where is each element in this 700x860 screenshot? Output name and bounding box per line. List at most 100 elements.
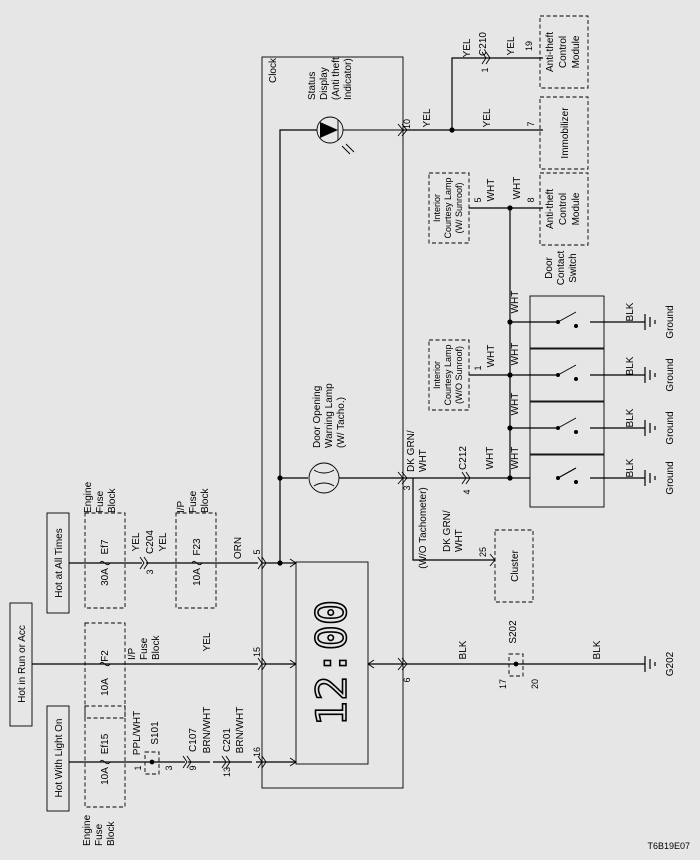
door-contact-switch-4 xyxy=(529,454,645,508)
wire-label-wht-antitheft: WHT xyxy=(512,177,523,200)
door-lamp-label: Door Opening Warning Lamp (W/ Tacho.) xyxy=(312,383,347,448)
connector-c210-label: C210 xyxy=(478,32,489,56)
fuse-symbol-f2 xyxy=(99,661,111,667)
pin-c204-3: 3 xyxy=(145,569,155,574)
ef7-fuse-box xyxy=(84,512,126,609)
clock-label: Clock xyxy=(268,57,279,83)
pin-clock-10: 10 xyxy=(402,119,412,129)
svg-text:Contact: Contact xyxy=(556,251,567,286)
splice-s202-dot xyxy=(513,661,519,667)
svg-text:WHT: WHT xyxy=(454,529,465,552)
svg-text:Door: Door xyxy=(544,256,555,278)
clock-display-box xyxy=(295,561,369,765)
door-contact-switch-2 xyxy=(510,348,645,402)
connector-c204-label: C204 xyxy=(145,530,156,554)
svg-text:Door Opening: Door Opening xyxy=(312,386,323,448)
wire-label-orn: ORN xyxy=(233,537,244,559)
led-light-rays-icon xyxy=(341,143,355,155)
svg-text:Anti-theft: Anti-theft xyxy=(545,189,556,229)
wire-label-brn-wht-2: BRN/WHT xyxy=(235,707,246,754)
svg-text:Interior: Interior xyxy=(432,194,442,222)
pin-immobilizer-7: 7 xyxy=(526,121,536,126)
ef7-rating: 30A xyxy=(100,568,111,586)
lamp-filament-icon xyxy=(313,469,335,487)
ef7-name: Ef7 xyxy=(100,539,111,554)
svg-text:Engine: Engine xyxy=(83,481,94,513)
svg-text:Warning Lamp: Warning Lamp xyxy=(324,383,335,448)
f23-name: F23 xyxy=(192,538,203,556)
antitheft-module-lower-box xyxy=(539,172,589,246)
f23-fuse-box xyxy=(175,512,217,609)
wire-label-dk-grn-wht-2: DK GRN/ WHT xyxy=(442,510,465,552)
clock-internal-feed-wires xyxy=(262,562,296,763)
f23-rating: 10A xyxy=(192,568,203,586)
wire-label-yel-c210a: YEL xyxy=(462,38,473,57)
f2-rating: 10A xyxy=(100,678,111,696)
immobilizer-box xyxy=(539,96,589,170)
wire-label-dk-grn-wht-1: DK GRN/ WHT xyxy=(406,430,429,472)
wire-label-wht-bus-3: WHT xyxy=(510,393,521,416)
connector-c107-symbol xyxy=(182,755,192,769)
ground-symbol-g202 xyxy=(644,656,656,672)
wire-label-wht-bus-1: WHT xyxy=(510,291,521,314)
wire-label-wht-bus-4: WHT xyxy=(510,447,521,470)
junction-bus-5 xyxy=(277,560,283,566)
wire-label-ppl-wht: PPL/WHT xyxy=(132,711,143,755)
cluster-label: Cluster xyxy=(510,549,521,581)
engine-fuse-block-label-top: Engine Fuse Block xyxy=(83,481,118,513)
pin-cluster-25: 25 xyxy=(478,547,488,557)
svg-text:Module: Module xyxy=(571,35,582,68)
fuse-symbol-f23 xyxy=(191,560,203,566)
svg-text:Anti-theft: Anti-theft xyxy=(545,32,556,72)
svg-text:Block: Block xyxy=(151,635,162,660)
svg-text:Status: Status xyxy=(307,72,318,100)
antitheft-module-top-label: Anti-theft Control Module xyxy=(545,32,582,72)
immobilizer-label: Immobilizer xyxy=(560,107,571,159)
wire-label-blk-3: BLK xyxy=(625,408,636,427)
connector-c212-label: C212 xyxy=(458,446,469,470)
pin-courtesy-5: 5 xyxy=(473,197,483,202)
hot-run-acc-label: Hot in Run or Acc xyxy=(17,625,28,703)
ef15-fuse-box xyxy=(84,705,126,808)
svg-text:(W/O Sunroof): (W/O Sunroof) xyxy=(454,346,464,404)
wire-label-blk-1: BLK xyxy=(625,302,636,321)
pin-s202-20: 20 xyxy=(530,679,540,689)
svg-text:(W/ Sunroof): (W/ Sunroof) xyxy=(454,182,464,233)
svg-text:12:00: 12:00 xyxy=(307,600,356,726)
svg-text:Fuse: Fuse xyxy=(188,490,199,513)
f2-fuse-box xyxy=(84,622,126,719)
splice-s202-label: S202 xyxy=(508,620,519,644)
pin-clock-3: 3 xyxy=(402,485,412,490)
ground-label-2: Ground xyxy=(665,358,676,391)
connector-c201-label: C201 xyxy=(222,728,233,752)
pin-s101-3: 3 xyxy=(164,765,174,770)
svg-text:Block: Block xyxy=(200,488,211,513)
svg-text:DK GRN/: DK GRN/ xyxy=(442,510,453,552)
pin-c210-1: 1 xyxy=(480,67,490,72)
engine-fuse-block-label-bottom: Engine Fuse Block xyxy=(82,814,117,846)
splice-s101-box xyxy=(144,751,160,775)
wire-label-yel-ef7: YEL xyxy=(131,532,142,551)
svg-text:Engine: Engine xyxy=(82,814,93,846)
connector-c210-symbol xyxy=(481,51,491,65)
door-lamp-circle xyxy=(308,462,340,494)
svg-text:(W/ Tacho.): (W/ Tacho.) xyxy=(336,397,347,448)
antitheft-module-top-box xyxy=(539,15,589,89)
pin-c201-13: 13 xyxy=(222,767,232,777)
wire-label-blk-pin6: BLK xyxy=(458,640,469,659)
wire-dk-grn-to-cluster xyxy=(412,478,495,561)
figure-id: T6B19E07 xyxy=(647,841,690,851)
svg-text:Fuse: Fuse xyxy=(94,823,105,846)
ground-label-3: Ground xyxy=(665,411,676,444)
splice-s101-label: S101 xyxy=(150,721,161,745)
wire-label-blk-4: BLK xyxy=(625,458,636,477)
wire-label-blk-g202: BLK xyxy=(592,640,603,659)
svg-text:Block: Block xyxy=(106,821,117,846)
cluster-box xyxy=(494,529,534,603)
wire-label-wht-c212: WHT xyxy=(485,447,496,470)
svg-text:Interior: Interior xyxy=(432,361,442,389)
pin-c212-4: 4 xyxy=(462,489,472,494)
pin-c107-9: 9 xyxy=(188,765,198,770)
